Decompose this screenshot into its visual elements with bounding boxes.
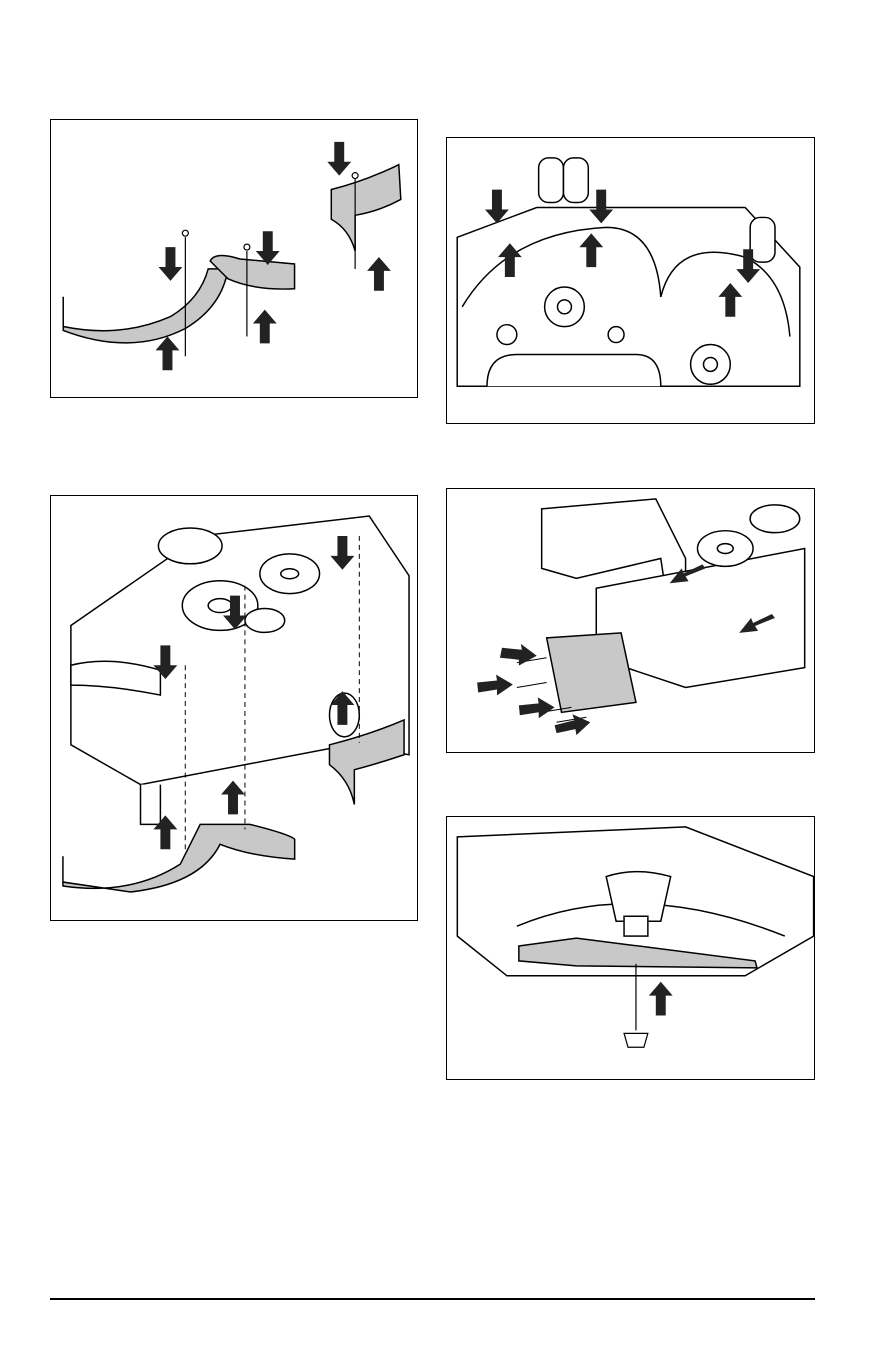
- figure-discharge-chute-bracket: [446, 488, 815, 753]
- footer-area: [0, 1352, 300, 1362]
- long-baffle: [63, 269, 228, 343]
- deck-top-illustration: [51, 496, 417, 920]
- figure-blade-installation: [446, 816, 815, 1080]
- blade-spindle-illustration: [447, 817, 814, 1079]
- baffle-exploded-illustration: [51, 120, 417, 397]
- figure-deck-baffle-installation: [50, 495, 418, 921]
- deck-underside-illustration: [447, 138, 814, 423]
- bracket-plate: [547, 633, 636, 712]
- figure-baffle-parts: [50, 119, 418, 398]
- figure-deck-underside-baffles: [446, 137, 815, 424]
- short-baffle: [331, 165, 400, 251]
- footer-rule: [50, 1298, 815, 1300]
- baffle-set: [63, 824, 295, 892]
- chute-bracket-illustration: [447, 489, 814, 752]
